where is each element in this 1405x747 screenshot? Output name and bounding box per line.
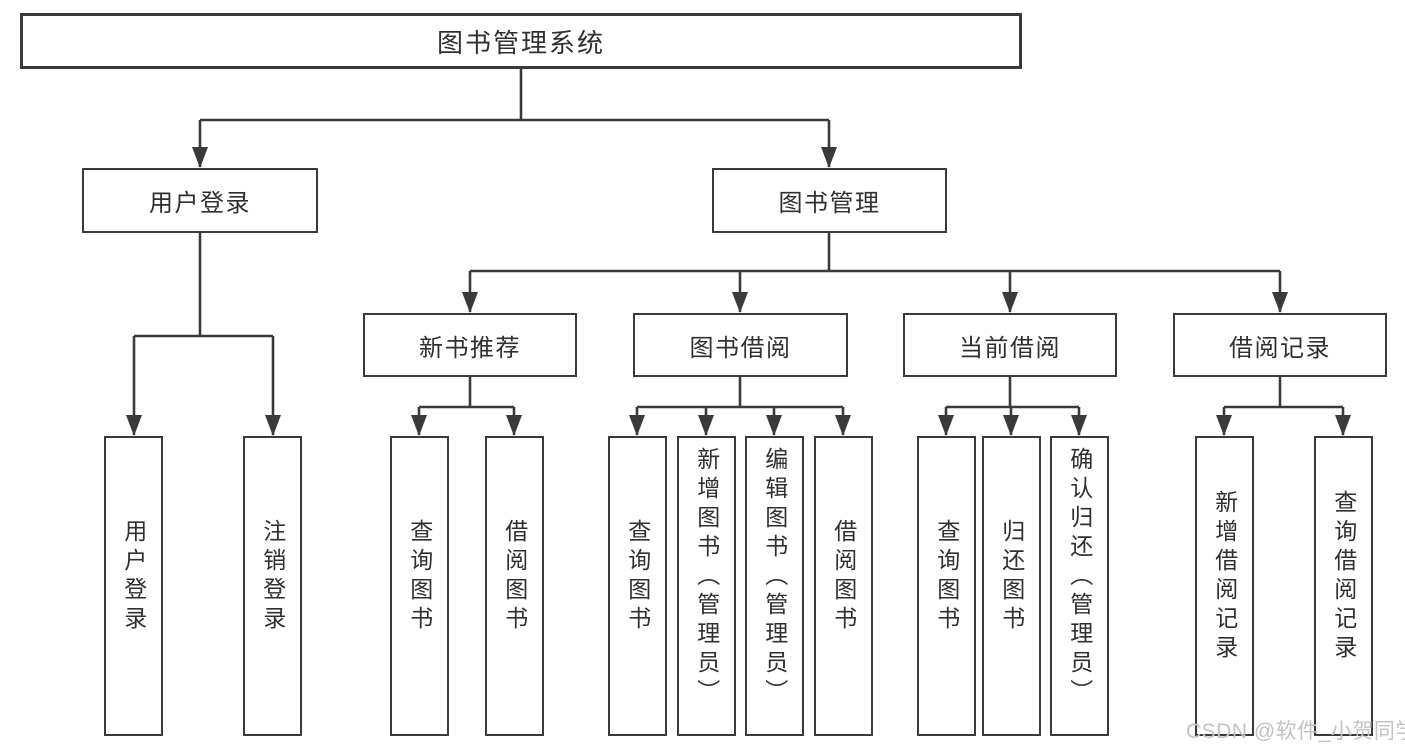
node-new-book-recommendation-label: 新书推荐 xyxy=(419,334,521,362)
leaf-return-book-label: 归还图书 xyxy=(998,519,1025,635)
leaf-borrow-books: 借阅图书 xyxy=(485,436,544,736)
leaf-logout: 注销登录 xyxy=(243,436,302,736)
leaf-edit-book-admin-label: 编辑图书（管理员） xyxy=(761,446,788,708)
node-borrowing-records: 借阅记录 xyxy=(1173,313,1387,377)
watermark: CSDN @软件_小贺同学 xyxy=(1186,720,1405,743)
node-root-label: 图书管理系统 xyxy=(436,27,605,58)
leaf-query-books: 查询图书 xyxy=(390,436,449,736)
leaf-add-book-admin: 新增图书（管理员） xyxy=(677,436,736,736)
connector-new-book-group xyxy=(411,377,522,436)
connector-current-borrowing-group xyxy=(938,377,1087,436)
leaf-add-borrow-record: 新增借阅记录 xyxy=(1195,436,1254,736)
leaf-confirm-return-admin-label: 确认归还（管理员） xyxy=(1066,446,1093,708)
leaf-query-books-label: 查询图书 xyxy=(406,519,433,635)
leaf-query-borrow-record-label: 查询借阅记录 xyxy=(1330,490,1357,664)
leaf-user-login: 用户登录 xyxy=(104,436,163,736)
leaf-query-books-2: 查询图书 xyxy=(608,436,667,736)
node-user-login: 用户登录 xyxy=(82,168,318,233)
leaf-borrow-books-label: 借阅图书 xyxy=(501,519,528,635)
node-book-borrowing: 图书借阅 xyxy=(633,313,848,377)
leaf-query-books-3-label: 查询图书 xyxy=(933,519,960,635)
connector-book-borrowing-group xyxy=(629,377,851,436)
leaf-add-borrow-record-label: 新增借阅记录 xyxy=(1211,490,1238,664)
connector-borrowing-records-group xyxy=(1216,377,1351,436)
leaf-edit-book-admin: 编辑图书（管理员） xyxy=(745,436,804,736)
leaf-borrow-books-2-label: 借阅图书 xyxy=(830,519,857,635)
node-book-management: 图书管理 xyxy=(712,168,947,233)
leaf-return-book: 归还图书 xyxy=(982,436,1041,736)
leaf-query-books-2-label: 查询图书 xyxy=(624,519,651,635)
node-user-login-label: 用户登录 xyxy=(149,190,251,217)
connector-root-to-level2 xyxy=(192,69,837,168)
leaf-query-borrow-record: 查询借阅记录 xyxy=(1314,436,1373,736)
node-book-management-label: 图书管理 xyxy=(778,190,881,217)
connector-book-management-children xyxy=(462,233,1288,313)
leaf-add-book-admin-label: 新增图书（管理员） xyxy=(693,446,720,708)
leaf-user-login-label: 用户登录 xyxy=(120,519,147,635)
leaf-logout-label: 注销登录 xyxy=(259,519,286,635)
leaf-query-books-3: 查询图书 xyxy=(917,436,976,736)
node-borrowing-records-label: 借阅记录 xyxy=(1229,334,1331,362)
node-root: 图书管理系统 xyxy=(20,13,1022,69)
leaf-confirm-return-admin: 确认归还（管理员） xyxy=(1050,436,1109,736)
node-new-book-recommendation: 新书推荐 xyxy=(363,313,577,377)
connector-user-login-children xyxy=(126,233,281,436)
node-current-borrowing: 当前借阅 xyxy=(903,313,1117,377)
node-current-borrowing-label: 当前借阅 xyxy=(959,334,1061,362)
node-book-borrowing-label: 图书借阅 xyxy=(689,334,792,362)
leaf-borrow-books-2: 借阅图书 xyxy=(814,436,873,736)
